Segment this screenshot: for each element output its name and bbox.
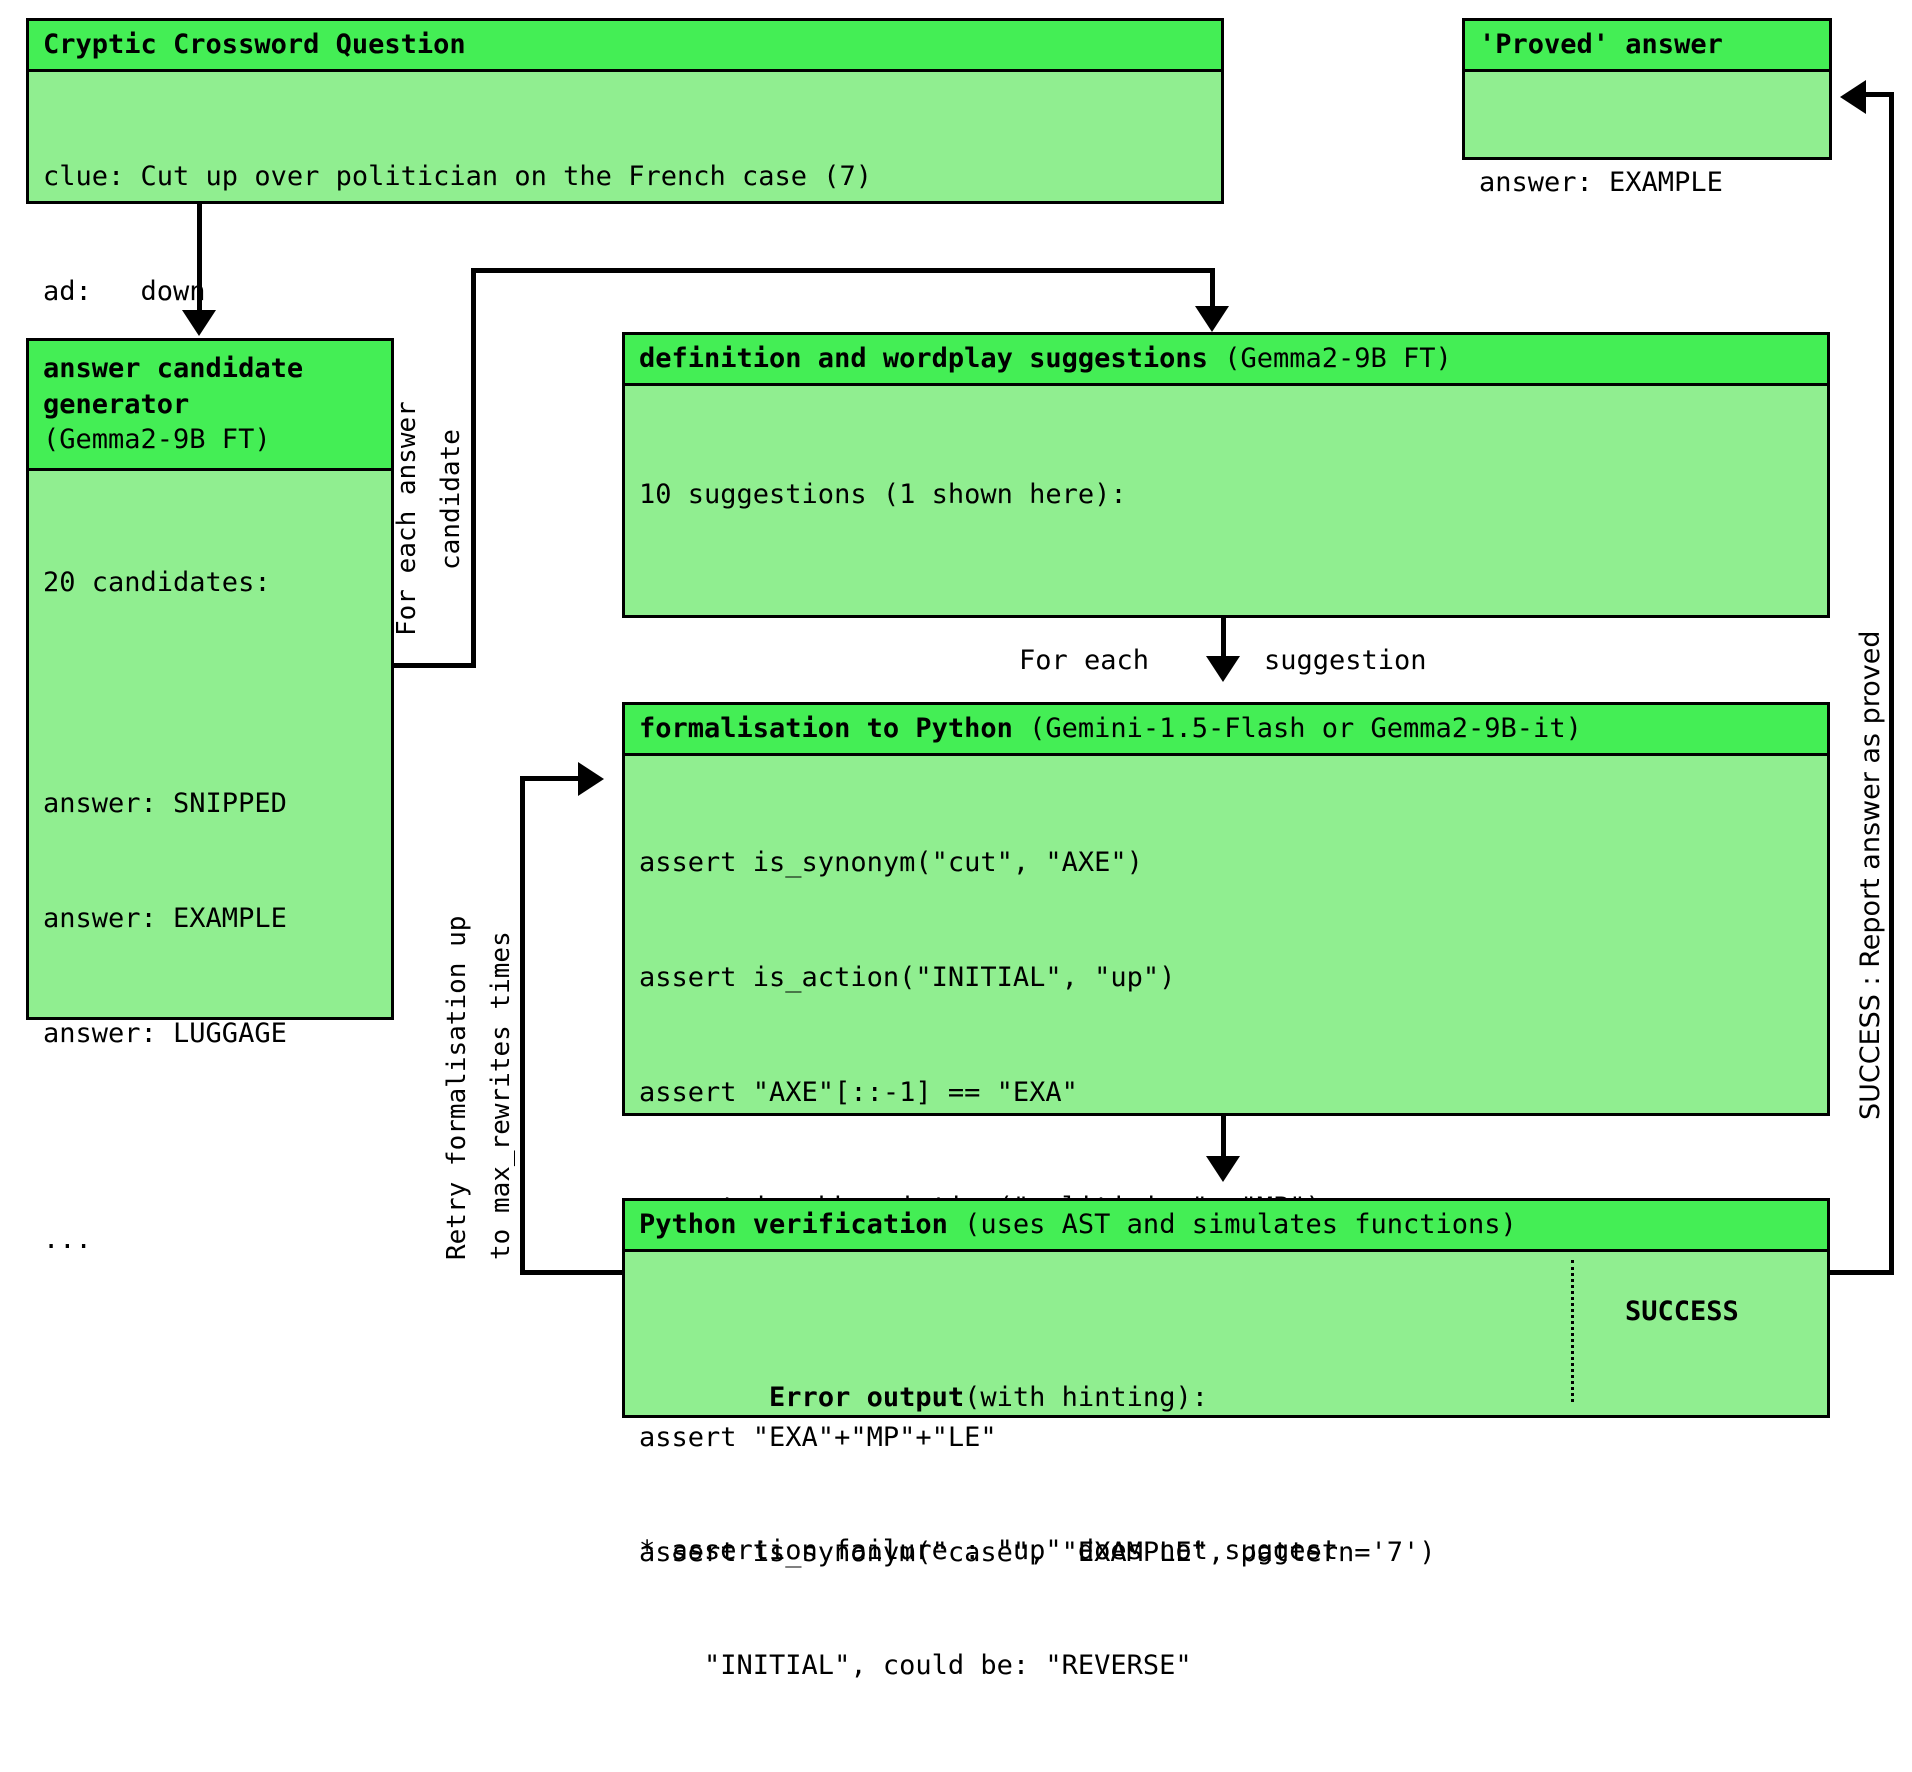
edge-generator-exit [394,663,476,668]
edge-generator-top [471,268,1215,273]
edge-success-riser [1889,92,1894,1275]
edge-question-to-generator [197,204,202,312]
suggestions-title: definition and wordplay suggestions [639,343,1208,374]
edge-generator-descender [1210,268,1215,310]
label-retry-line2: to max_rewrites times [486,931,516,1260]
arrowhead-right [578,762,604,796]
verification-body: Error output(with hinting): * assertion … [625,1252,1827,1681]
error-output-subtitle: (with hinting): [964,1381,1208,1413]
assert-line: assert is_synonym("cut", "AXE") [639,847,1143,879]
verification-subtitle: (uses AST and simulates functions) [964,1209,1517,1240]
spacer [43,679,377,709]
generator-count: 20 candidates: [43,566,271,598]
generator-box: answer candidate generator (Gemma2-9B FT… [26,338,394,1255]
assert-line: assert "EXA"+"MP"+"LE" [639,1422,997,1454]
edge-suggestions-to-formalisation [1221,618,1226,660]
edge-formalisation-to-verification [1221,1116,1226,1162]
assert-line: assert is_synonym("case", "EXAMPLE", pat… [639,1537,1436,1569]
formalisation-header: formalisation to Python (Gemini-1.5-Flas… [625,705,1827,756]
arrowhead-down [1206,656,1240,682]
label-for-each-suggestion-a: For each [1015,645,1154,676]
generator-subtitle: (Gemma2-9B FT) [43,424,271,456]
arrowhead-down [1206,1156,1240,1182]
formalisation-box: formalisation to Python (Gemini-1.5-Flas… [622,702,1830,1568]
arrowhead-down [1195,306,1229,332]
edge-generator-riser [471,268,476,668]
error-output-heading: Error output(with hinting): [639,1340,1585,1455]
arrowhead-left [1840,80,1866,114]
generator-header: answer candidate generator (Gemma2-9B FT… [29,341,391,471]
question-clue-line: clue: Cut up over politician on the Fren… [43,161,873,193]
proved-answer-header: 'Proved' answer [1465,21,1829,72]
generator-title: answer candidate generator [43,353,304,420]
spacer [43,1130,377,1144]
label-for-each-answer-line1: For each answer [392,401,422,636]
edge-success-exit [1830,1270,1894,1275]
formalisation-subtitle: (Gemini-1.5-Flash or Gemma2-9B-it) [1029,713,1582,744]
question-box-header: Cryptic Crossword Question [29,21,1221,72]
verification-success-label: SUCCESS [1625,1295,1739,1327]
generator-ellipsis: ... [43,1223,92,1255]
question-box: Cryptic Crossword Question clue: Cut up … [26,18,1224,307]
suggestions-count: 10 suggestions (1 shown here): [639,479,1127,511]
generator-candidate-1: answer: SNIPPED [43,788,287,820]
arrowhead-down [182,310,216,336]
assert-line: assert is_action("INITIAL", "up") [639,962,1176,994]
verification-divider [1571,1259,1574,1402]
label-retry-line1: Retry formalisation up [442,915,472,1260]
edge-success-top [1866,92,1894,97]
proved-answer-box: 'Proved' answer answer: EXAMPLE [1462,18,1832,198]
error-line: * assertion failure : "up" does not sugg… [639,1534,1338,1566]
generator-body: 20 candidates: answer: SNIPPED answer: E… [29,471,391,1346]
suggestions-box: definition and wordplay suggestions (Gem… [622,332,1830,861]
label-for-each-suggestion-b: suggestion [1260,645,1431,676]
suggestions-header: definition and wordplay suggestions (Gem… [625,335,1827,386]
verification-header: Python verification (uses AST and simula… [625,1201,1827,1252]
verification-error-panel: Error output(with hinting): * assertion … [625,1252,1599,1772]
suggestions-subtitle: (Gemma2-9B FT) [1224,343,1452,374]
question-box-title: Cryptic Crossword Question [43,29,466,60]
proved-answer-body: answer: EXAMPLE [1465,72,1829,290]
generator-candidate-3: answer: LUGGAGE [43,1018,287,1050]
generator-candidate-2: answer: EXAMPLE [43,903,287,935]
question-box-body: clue: Cut up over politician on the Fren… [29,72,1221,399]
edge-retry-top [520,776,582,781]
label-for-each-answer-line2: candidate [436,429,466,570]
assert-line: assert "AXE"[::-1] == "EXA" [639,1077,1078,1109]
error-output-title: Error output [769,1381,965,1413]
question-ad-line: ad: down [43,276,206,308]
verification-box: Python verification (uses AST and simula… [622,1198,1830,1681]
label-success-report: SUCCESS : Report answer as proved [1855,630,1886,1120]
error-line: "INITIAL", could be: "REVERSE" [639,1649,1192,1681]
proved-answer-value: answer: EXAMPLE [1479,167,1723,199]
proved-answer-title: 'Proved' answer [1479,29,1723,60]
edge-retry-bottom [520,1270,624,1275]
formalisation-title: formalisation to Python [639,713,1013,744]
spacer [639,591,1813,635]
edge-retry-riser [520,776,525,1275]
verification-title: Python verification [639,1209,948,1240]
